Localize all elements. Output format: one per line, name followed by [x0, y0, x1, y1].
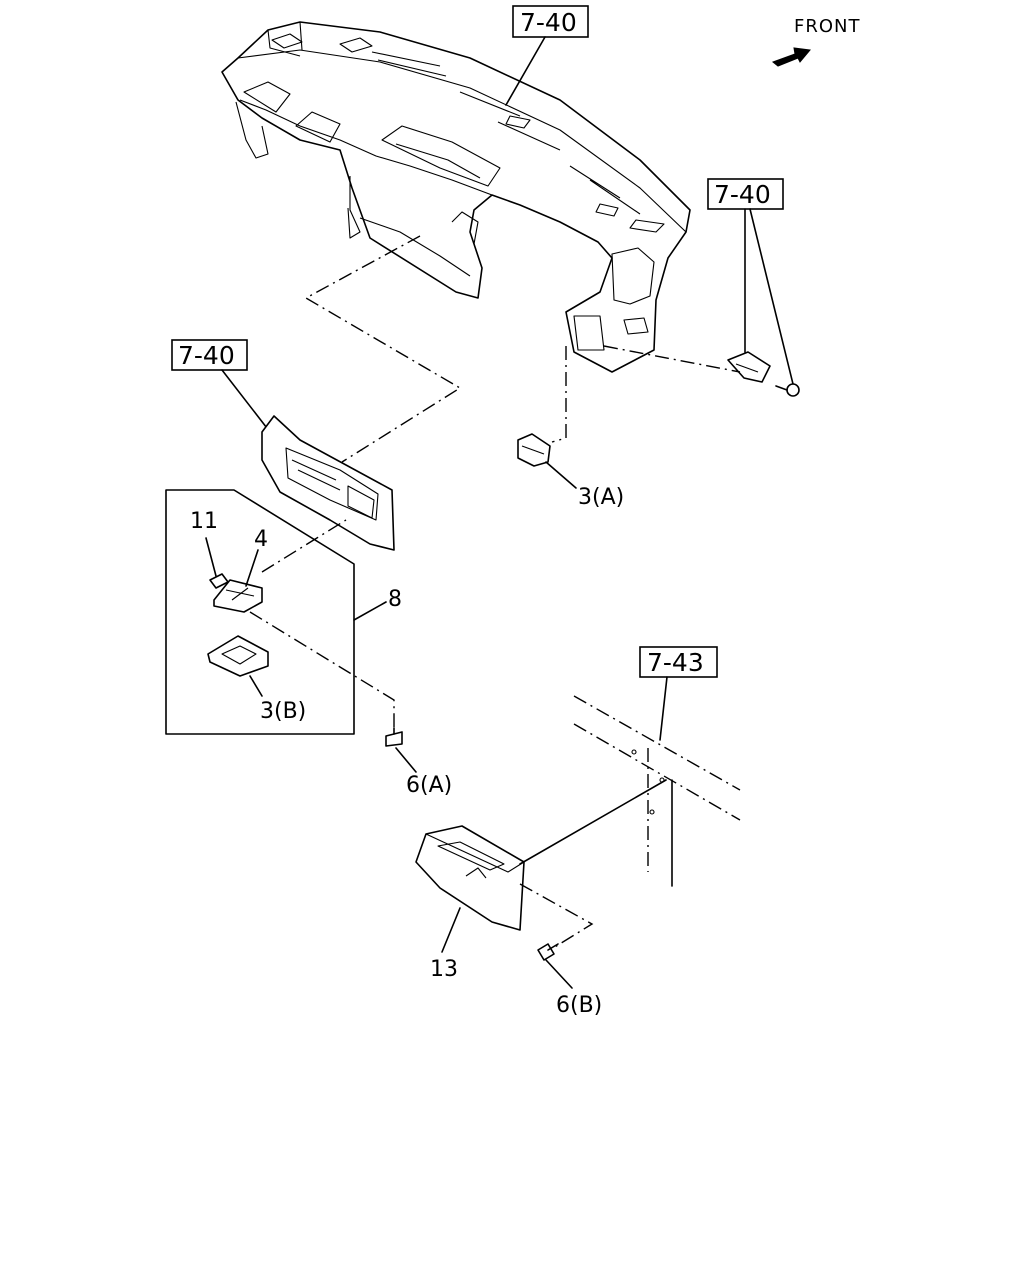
leader-ref-lower — [659, 676, 668, 741]
dash-6a — [249, 611, 395, 728]
callout-4: 4 — [254, 527, 268, 552]
side-bracket — [727, 351, 771, 383]
ref-box-lower: 7-43 — [639, 646, 718, 678]
kit-box — [165, 489, 355, 735]
front-label: FRONT — [794, 16, 861, 37]
callout-13: 13 — [430, 957, 458, 982]
part-3a — [517, 433, 551, 467]
ref-box-right: 7-40 — [707, 178, 784, 210]
leader-ref-left — [221, 369, 271, 433]
screw-right — [775, 383, 800, 397]
leader-ref-right-b — [749, 208, 794, 385]
leader-ref-top — [505, 36, 546, 106]
leader-6b — [545, 959, 573, 989]
ref-box-top: 7-40 — [512, 5, 589, 38]
center-bezel — [261, 415, 395, 551]
instrument-panel — [221, 21, 691, 373]
dash-4-to-bezel — [261, 519, 347, 573]
cross-member — [573, 695, 741, 887]
part-11 — [209, 573, 229, 589]
ref-box-left: 7-40 — [171, 339, 248, 371]
leader-3b — [249, 675, 263, 697]
leader-3a — [545, 461, 577, 489]
leader-11 — [205, 537, 217, 577]
callout-3b: 3(B) — [260, 699, 306, 724]
callout-8: 8 — [388, 587, 402, 612]
part-6b — [537, 943, 559, 961]
leader-4 — [245, 549, 259, 587]
dash-bracket-to-panel — [603, 345, 741, 373]
part-3b — [207, 635, 269, 677]
dash-bezel-to-panel — [304, 235, 462, 463]
ref-lower-label: 7-43 — [647, 648, 704, 677]
leader-8 — [353, 601, 387, 621]
leader-13 — [441, 907, 461, 953]
ref-top-label: 7-40 — [520, 8, 577, 37]
callout-11: 11 — [190, 509, 218, 534]
dash-6b — [519, 883, 594, 951]
line-13-to-member — [519, 779, 667, 865]
ref-left-label: 7-40 — [178, 341, 235, 370]
part-6a — [385, 727, 403, 747]
part-4 — [213, 579, 263, 613]
callout-6b: 6(B) — [556, 993, 602, 1018]
front-indicator: FRONT — [771, 16, 861, 67]
callout-6a: 6(A) — [406, 773, 452, 798]
part-13 — [415, 825, 525, 931]
dash-3a — [551, 346, 567, 443]
ref-right-label: 7-40 — [714, 180, 771, 209]
front-arrow-icon — [771, 47, 811, 67]
leader-6a — [395, 747, 417, 773]
callout-3a: 3(A) — [578, 485, 624, 510]
